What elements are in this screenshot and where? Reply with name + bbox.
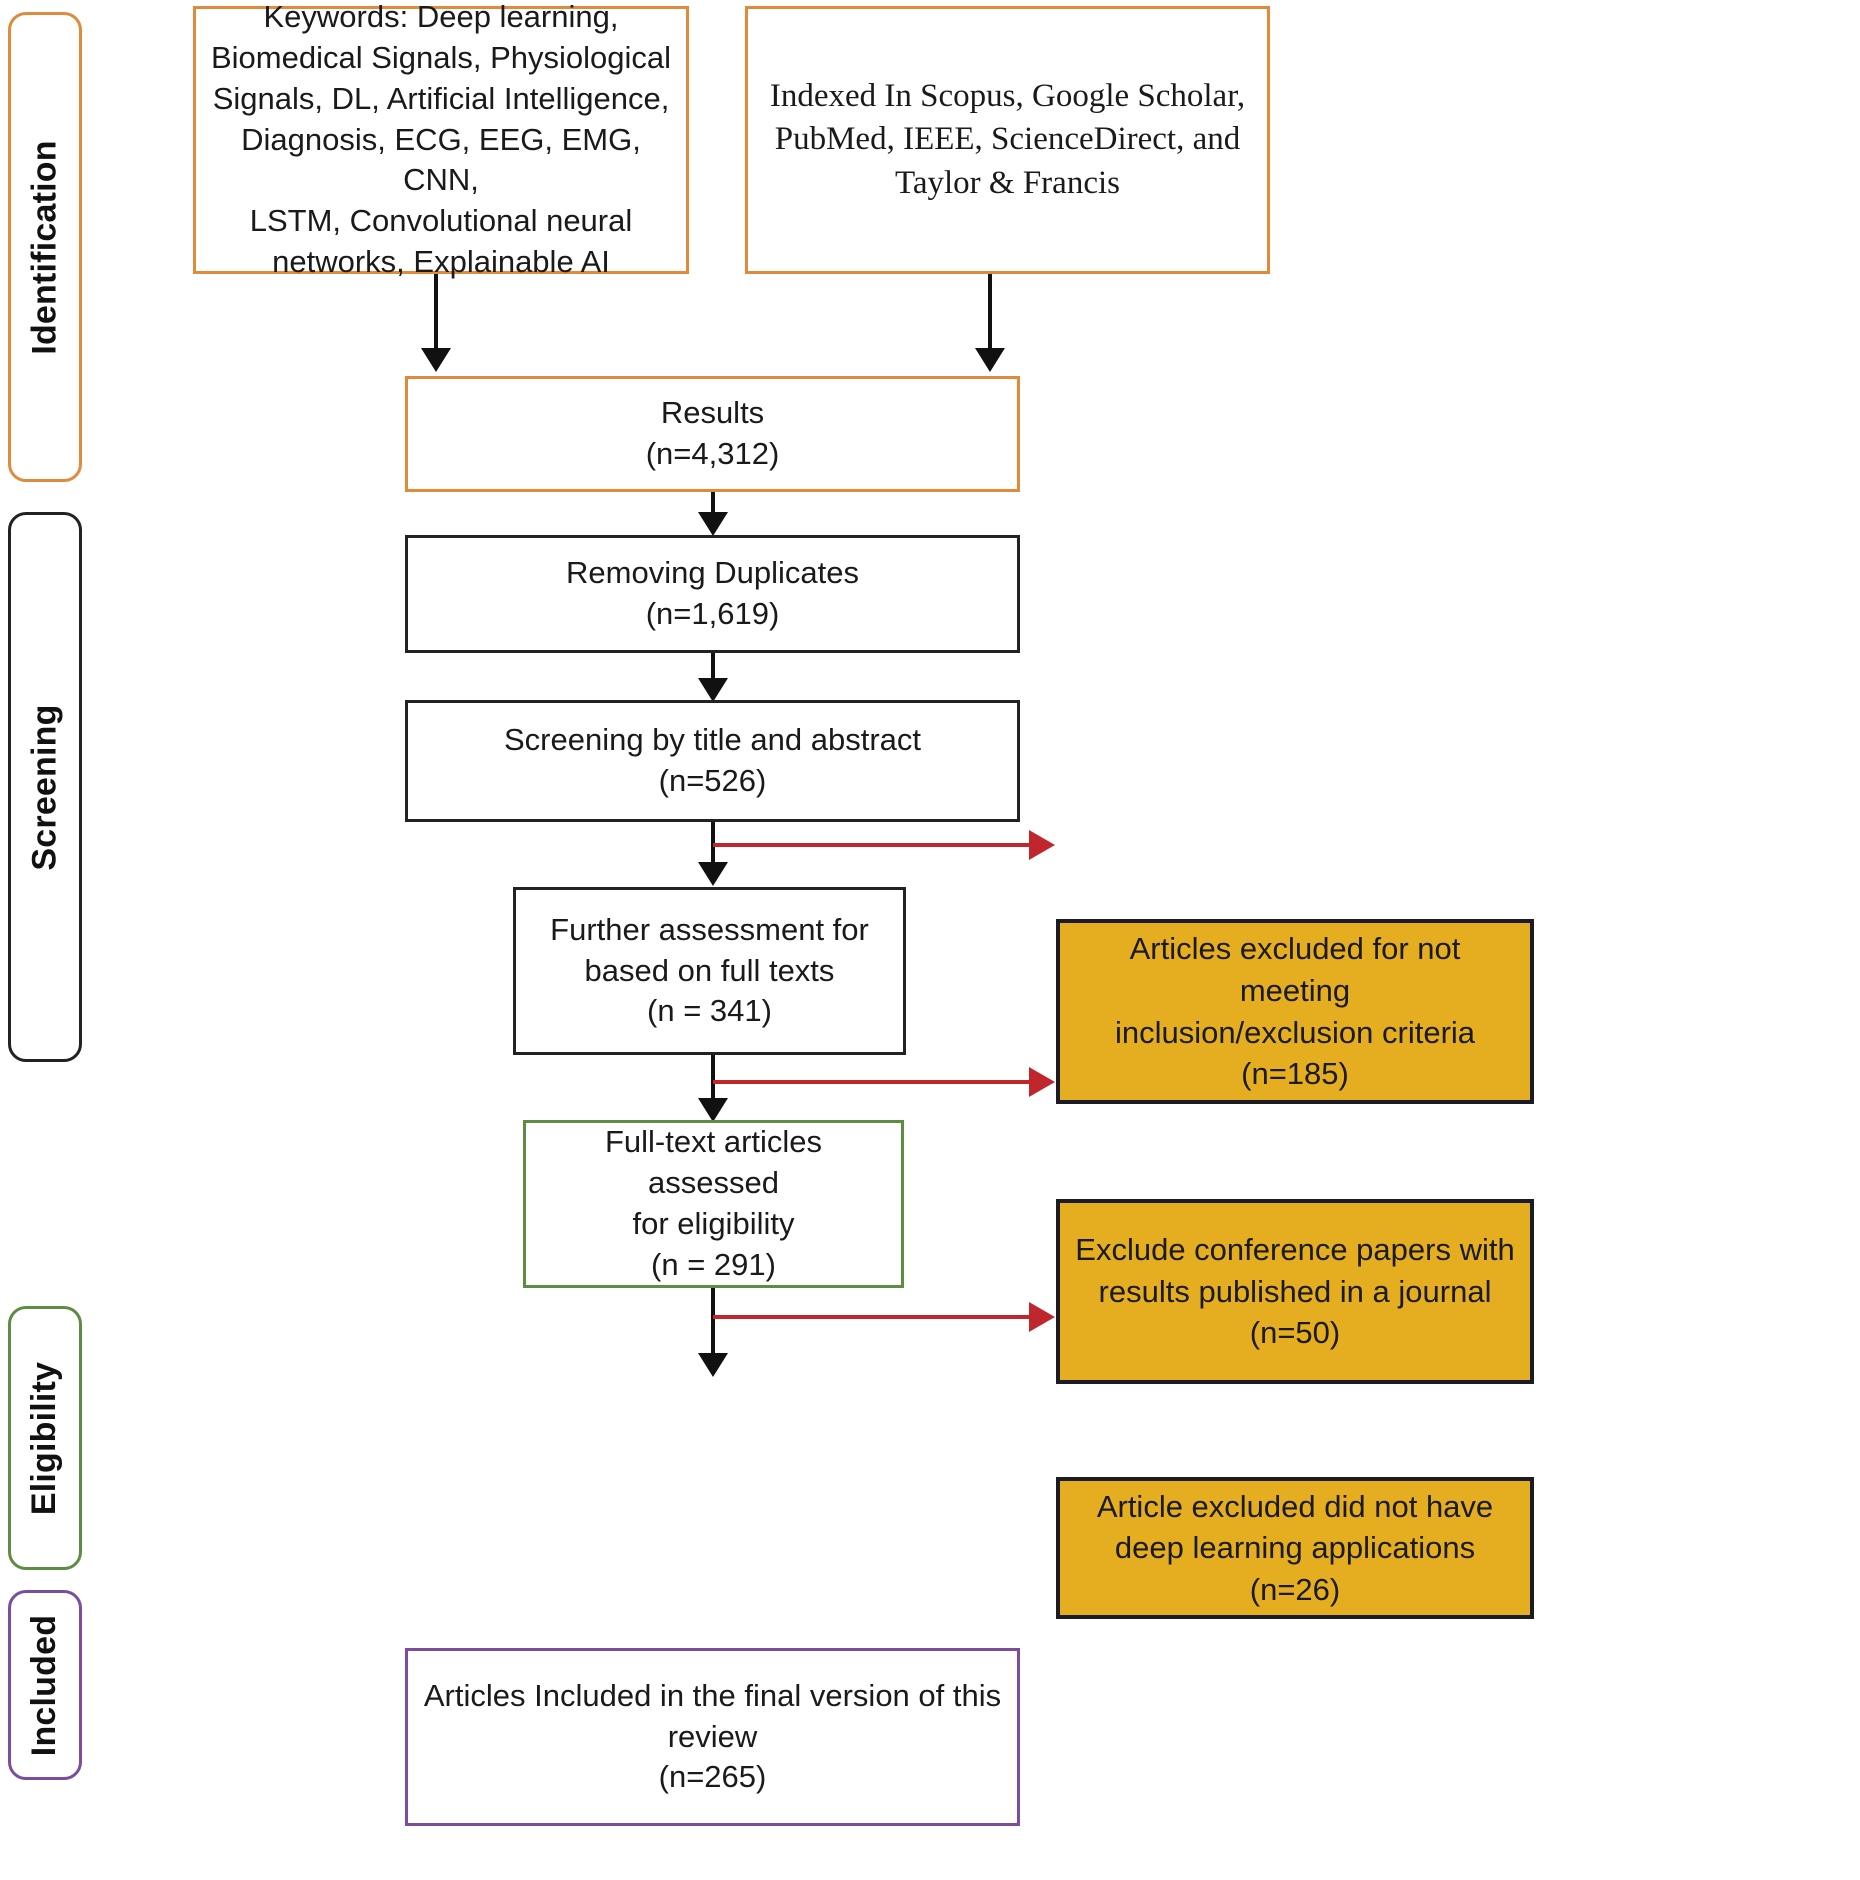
box-excluded-conference-line-1: Exclude conference papers with	[1075, 1232, 1515, 1268]
box-excluded-criteria-line-1: Articles excluded for not meeting	[1129, 931, 1470, 1008]
box-articles-included-final: Articles Included in the final version o…	[405, 1648, 1020, 1826]
box-results-line-2: (n=4,312)	[645, 436, 780, 471]
box-excluded-conference-line-2: results published in a journal	[1098, 1273, 1492, 1309]
box-keywords-line-2: Biomedical Signals, Physiological	[210, 39, 672, 75]
arrowhead-duplicates-to-screening	[698, 678, 728, 702]
box-further-assessment: Further assessment for based on full tex…	[513, 887, 906, 1055]
box-databases-line-2: PubMed, IEEE, ScienceDirect, and	[774, 121, 1241, 158]
box-fulltext-eligibility-line-1: Full-text articles assessed	[604, 1124, 831, 1201]
box-articles-included-final-line-3: (n=265)	[658, 1759, 767, 1795]
box-excluded-no-deep-learning-line-2: deep learning applications (n=26)	[1114, 1530, 1484, 1607]
connector-fulltext-to-included	[711, 1288, 715, 1368]
stage-label-included: Included	[8, 1590, 82, 1780]
box-excluded-criteria: Articles excluded for not meeting inclus…	[1056, 919, 1534, 1104]
box-excluded-no-deep-learning-line-1: Article excluded did not have	[1096, 1488, 1494, 1524]
connector-exclusion-no-dl	[713, 1315, 1031, 1319]
connector-keywords-to-results	[434, 274, 438, 352]
box-screening-title-abstract: Screening by title and abstract (n=526)	[405, 700, 1020, 822]
arrowhead-fulltext-to-included	[698, 1353, 728, 1377]
box-databases-line-1: Indexed In Scopus, Google Scholar,	[769, 77, 1246, 114]
box-fulltext-eligibility-line-2: for eligibility	[632, 1206, 795, 1241]
box-keywords-line-6: networks, Explainable AI	[272, 244, 610, 280]
box-screening-title-abstract-line-1: Screening by title and abstract	[503, 722, 922, 758]
arrowhead-databases-to-results	[975, 348, 1005, 372]
connector-databases-to-results	[988, 274, 992, 352]
box-excluded-criteria-line-2: inclusion/exclusion criteria	[1114, 1014, 1476, 1050]
box-articles-included-final-line-2: review	[667, 1718, 758, 1754]
box-further-assessment-line-1: Further assessment for	[550, 911, 869, 947]
connector-results-to-duplicates	[711, 492, 715, 516]
arrowhead-results-to-duplicates	[698, 512, 728, 536]
box-results-line-1: Results	[660, 395, 765, 431]
stage-label-identification-text: Identification	[25, 139, 64, 355]
connector-assessment-to-fulltext	[711, 1055, 715, 1113]
stage-label-included-text: Included	[25, 1614, 64, 1756]
box-removing-duplicates: Removing Duplicates (n=1,619)	[405, 535, 1020, 653]
box-further-assessment-line-2: based on full texts	[584, 952, 835, 988]
box-keywords-line-3: Signals, DL, Artificial Intelligence,	[212, 80, 670, 116]
connector-exclusion-criteria	[713, 843, 1031, 847]
box-excluded-criteria-line-3: (n=185)	[1241, 1056, 1349, 1092]
box-removing-duplicates-line-2: (n=1,619)	[645, 596, 780, 631]
box-keywords-line-1: Keywords: Deep learning,	[263, 0, 619, 34]
box-results: Results (n=4,312)	[405, 376, 1020, 492]
stage-label-eligibility: Eligibility	[8, 1306, 82, 1570]
stage-label-screening-text: Screening	[25, 703, 64, 871]
connector-duplicates-to-screening	[711, 653, 715, 685]
box-keywords-line-5: LSTM, Convolutional neural	[249, 203, 633, 239]
arrowhead-exclusion-no-dl	[1029, 1302, 1055, 1332]
arrowhead-screening-to-assessment	[698, 862, 728, 886]
box-further-assessment-line-3: (n = 341)	[647, 993, 772, 1029]
arrowhead-exclusion-conference	[1029, 1067, 1055, 1097]
arrowhead-keywords-to-results	[421, 348, 451, 372]
box-fulltext-eligibility-line-3: (n = 291)	[651, 1246, 776, 1282]
connector-screening-to-assessment	[711, 822, 715, 874]
arrowhead-exclusion-criteria	[1029, 830, 1055, 860]
box-removing-duplicates-line-1: Removing Duplicates	[566, 555, 859, 591]
stage-label-screening: Screening	[8, 512, 82, 1062]
box-excluded-no-deep-learning: Article excluded did not have deep learn…	[1056, 1477, 1534, 1619]
stage-label-eligibility-text: Eligibility	[25, 1361, 64, 1515]
stage-label-identification: Identification	[8, 12, 82, 482]
box-screening-title-abstract-line-2: (n=526)	[658, 763, 767, 798]
box-databases-line-3: Taylor & Francis	[895, 164, 1120, 201]
box-fulltext-eligibility: Full-text articles assessed for eligibil…	[523, 1120, 904, 1288]
connector-exclusion-conference	[713, 1080, 1031, 1084]
box-keywords-line-4: Diagnosis, ECG, EEG, EMG, CNN,	[241, 121, 650, 198]
box-excluded-conference-line-3: (n=50)	[1249, 1315, 1341, 1351]
arrowhead-assessment-to-fulltext	[698, 1098, 728, 1122]
box-excluded-conference: Exclude conference papers with results p…	[1056, 1199, 1534, 1384]
box-articles-included-final-line-1: Articles Included in the final version o…	[423, 1677, 1002, 1713]
box-keywords: Keywords: Deep learning, Biomedical Sign…	[193, 0, 689, 279]
box-databases: Indexed In Scopus, Google Scholar, PubMe…	[745, 6, 1270, 274]
